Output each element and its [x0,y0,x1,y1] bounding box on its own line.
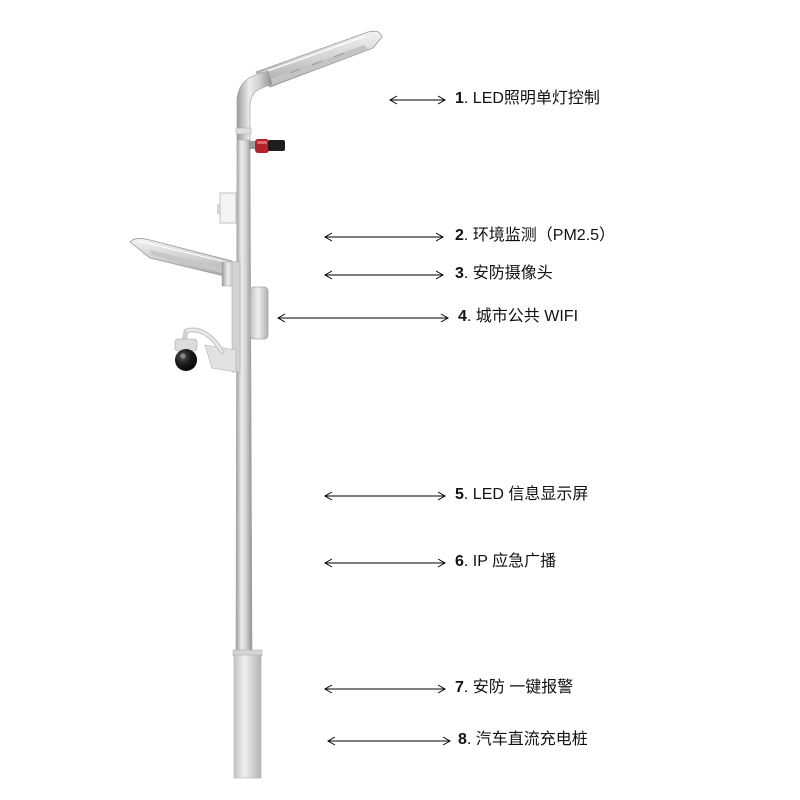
lamp-head-lens [268,45,368,85]
label-number: 6 [455,553,464,570]
led-lamp-head-upper [255,30,383,88]
left-head-lens [150,250,225,273]
label-number: 8 [458,731,467,748]
upper-lamp-arm [236,70,273,151]
label-number: 1 [455,90,464,107]
red-camera-sensor [249,139,285,153]
camera-mount-plate [204,344,237,373]
arrow-3 [323,270,445,280]
label-text: . LED照明单灯控制 [463,90,600,107]
label-text: . 汽车直流充电桩 [466,731,588,748]
label-number: 3 [455,265,464,282]
dome-camera [174,327,237,373]
label-3: 3. 安防摄像头 [455,264,553,284]
camera-bracket-highlight [185,329,223,353]
arrow-4 [276,313,450,323]
label-1: 1. LED照明单灯控制 [455,89,600,109]
label-text: . 安防 一键报警 [463,679,574,696]
label-text: . 环境监测（PM2.5） [463,227,616,244]
label-number: 2 [455,227,464,244]
sensor-box-body [219,192,237,224]
arrow-6 [323,558,447,568]
label-number: 5 [455,486,464,503]
pole-collar [235,127,252,135]
camera-lens-glint [180,353,186,359]
label-7: 7. 安防 一键报警 [455,678,573,698]
lamp-head-highlight [261,35,367,74]
label-8: 8. 汽车直流充电桩 [458,730,588,750]
arrow-1 [388,95,447,105]
sensor-box-lip [217,204,221,214]
label-text: . 城市公共 WIFI [466,308,579,325]
arrow-2 [323,232,445,242]
lamp-head-fins [289,52,345,74]
label-number: 4 [458,308,467,325]
lamp-pole [235,139,253,653]
label-2: 2. 环境监测（PM2.5） [455,226,615,246]
camera-dome [175,349,197,371]
sensor-highlight [257,141,267,144]
label-5: 5. LED 信息显示屏 [455,485,588,505]
label-6: 6. IP 应急广播 [455,552,556,572]
environment-sensor-box [217,192,237,224]
label-text: . 安防摄像头 [463,265,553,282]
wifi-unit [249,286,269,340]
arrow-7 [323,684,447,694]
sensor-black-lens [268,140,285,151]
arrow-8 [326,736,452,746]
arrow-5 [323,491,447,501]
pole-base [233,654,262,779]
left-head-highlight [137,240,231,264]
label-text: . LED 信息显示屏 [463,486,589,503]
label-text: . IP 应急广播 [463,553,557,570]
label-number: 7 [455,679,464,696]
led-lamp-head-left [129,238,237,277]
label-4: 4. 城市公共 WIFI [458,307,578,327]
sensor-bracket [249,141,256,149]
